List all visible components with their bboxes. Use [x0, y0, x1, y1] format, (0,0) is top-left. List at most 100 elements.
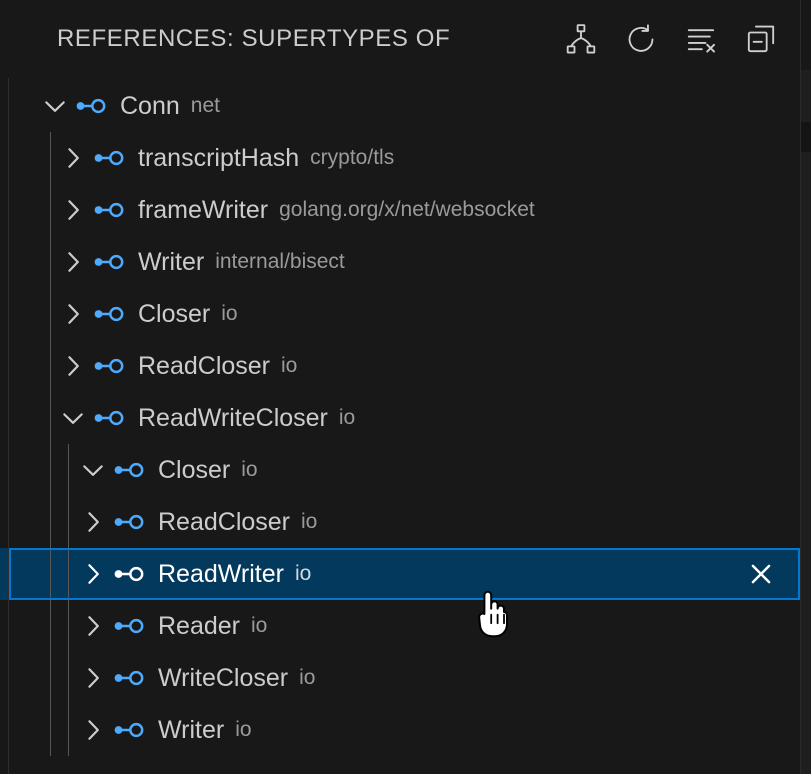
go-interface-icon — [92, 404, 128, 432]
editor-gutter-shade — [801, 122, 811, 152]
indent-guide — [50, 340, 51, 392]
indent-guide — [50, 496, 51, 548]
tree-row[interactable]: transcriptHash crypto/tls — [0, 132, 800, 184]
header-actions — [560, 18, 782, 60]
chevron-down-icon[interactable] — [78, 455, 108, 485]
tree-row-description: net — [190, 94, 220, 117]
go-interface-icon — [112, 716, 148, 744]
tree-row-description: io — [338, 406, 356, 429]
indent-guide — [50, 236, 51, 288]
tree-row-label: WriteCloser — [158, 663, 289, 692]
clear-all-icon — [684, 22, 718, 56]
tree-row[interactable]: Closer io — [0, 444, 800, 496]
chevron-right-icon[interactable] — [58, 299, 88, 329]
tree-row-description: io — [301, 510, 318, 533]
close-icon[interactable] — [744, 557, 778, 591]
tree-row-label: Writer — [138, 247, 205, 276]
show-hierarchy-button[interactable] — [560, 18, 602, 60]
tree-row-description: io — [294, 562, 312, 585]
tree-row[interactable]: Reader io — [0, 600, 800, 652]
tree-row-label: ReadCloser — [158, 507, 291, 536]
indent-guide — [68, 548, 69, 600]
go-interface-icon — [112, 664, 148, 692]
tree-row-description: io — [281, 354, 298, 377]
tree-row-label: Closer — [158, 455, 231, 484]
go-interface-icon — [74, 92, 110, 120]
chevron-right-icon[interactable] — [78, 715, 108, 745]
tree-row-label: ReadWriteCloser — [138, 403, 328, 432]
tree-row-label: Reader — [158, 611, 240, 640]
indent-guide — [68, 704, 69, 756]
go-interface-icon — [112, 456, 148, 484]
tree-row-label: frameWriter — [138, 195, 269, 224]
page-title: REFERENCES: SUPERTYPES OF — [57, 25, 451, 52]
chevron-right-icon[interactable] — [58, 195, 88, 225]
adjacent-editor-pane — [801, 0, 811, 774]
go-interface-icon — [112, 508, 148, 536]
tree-row-description: io — [299, 666, 316, 689]
go-interface-icon — [112, 560, 148, 588]
go-interface-icon — [92, 352, 128, 380]
tree-row-description: golang.org/x/net/websocket — [279, 198, 535, 221]
chevron-right-icon[interactable] — [78, 611, 108, 641]
tree-row[interactable]: ReadWriteCloser io — [0, 392, 800, 444]
indent-guide — [50, 184, 51, 236]
tree-row-description: internal/bisect — [215, 250, 345, 273]
collapse-all-button[interactable] — [740, 18, 782, 60]
type-hierarchy-icon — [564, 22, 598, 56]
indent-guide — [50, 444, 51, 496]
indent-guide — [50, 652, 51, 704]
refresh-button[interactable] — [620, 18, 662, 60]
chevron-right-icon[interactable] — [78, 559, 108, 589]
chevron-right-icon[interactable] — [78, 507, 108, 537]
editor-breadcrumb-strip — [801, 70, 811, 122]
tree-row-label: ReadWriter — [158, 559, 284, 588]
indent-guide — [68, 652, 69, 704]
go-interface-icon — [92, 144, 128, 172]
indent-guide — [50, 600, 51, 652]
tree-row-label: transcriptHash — [138, 143, 300, 172]
panel-header: REFERENCES: SUPERTYPES OF — [0, 0, 800, 78]
chevron-right-icon[interactable] — [58, 247, 88, 277]
go-interface-icon — [112, 612, 148, 640]
tree-row-description: io — [241, 458, 258, 481]
tree-row[interactable]: WriteCloser io — [0, 652, 800, 704]
tree-row-description: io — [251, 614, 268, 637]
indent-guide — [68, 600, 69, 652]
go-interface-icon — [92, 248, 128, 276]
panel-divider[interactable] — [800, 0, 801, 774]
tree-row[interactable]: ReadCloser io — [0, 340, 800, 392]
indent-guide — [68, 444, 69, 496]
chevron-down-icon[interactable] — [58, 403, 88, 433]
tree-row[interactable]: Writer io — [0, 704, 800, 756]
indent-guide — [50, 288, 51, 340]
tree-row[interactable]: frameWriter golang.org/x/net/websocket — [0, 184, 800, 236]
clear-all-button[interactable] — [680, 18, 722, 60]
chevron-right-icon[interactable] — [58, 143, 88, 173]
chevron-right-icon[interactable] — [78, 663, 108, 693]
tree-row-description: io — [221, 302, 238, 325]
indent-guide — [68, 496, 69, 548]
chevron-right-icon[interactable] — [58, 351, 88, 381]
chevron-down-icon[interactable] — [40, 91, 70, 121]
indent-guide — [50, 132, 51, 184]
tree-row-label: Writer — [158, 715, 225, 744]
go-interface-icon — [92, 196, 128, 224]
go-interface-icon — [92, 300, 128, 328]
indent-guide — [50, 392, 51, 444]
tree-row-description: crypto/tls — [310, 146, 395, 169]
tree-row[interactable]: Writer internal/bisect — [0, 236, 800, 288]
refresh-icon — [624, 22, 658, 56]
tree-row[interactable]: ReadWriter io — [0, 548, 800, 600]
editor-gutter — [801, 122, 811, 774]
tree-row-description: io — [235, 718, 252, 741]
tree-row-label: ReadCloser — [138, 351, 271, 380]
panel-left-border — [8, 78, 9, 774]
tree-row[interactable]: ReadCloser io — [0, 496, 800, 548]
tree-row-label: Conn — [120, 91, 180, 120]
